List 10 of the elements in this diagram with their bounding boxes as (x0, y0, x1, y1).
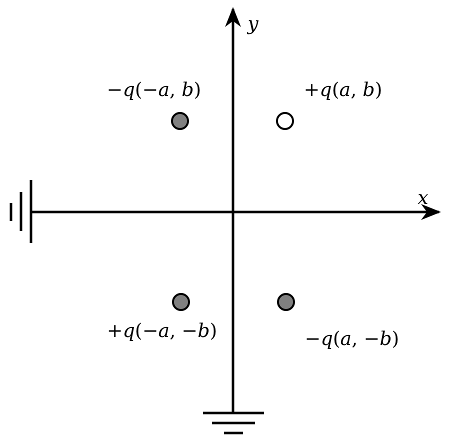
charge-dot (277, 293, 295, 311)
charge-dot (172, 293, 190, 311)
charge-dot (276, 112, 294, 130)
charge-dot (171, 112, 189, 130)
charge-label: −q(−a, b) (106, 79, 202, 101)
charge-label: +q(a, b) (304, 79, 382, 101)
charge-label: +q(−a, −b) (106, 320, 218, 342)
axis-label: y (248, 13, 258, 35)
charge-label: −q(a, −b) (304, 328, 400, 350)
axis-label: x (418, 187, 428, 209)
